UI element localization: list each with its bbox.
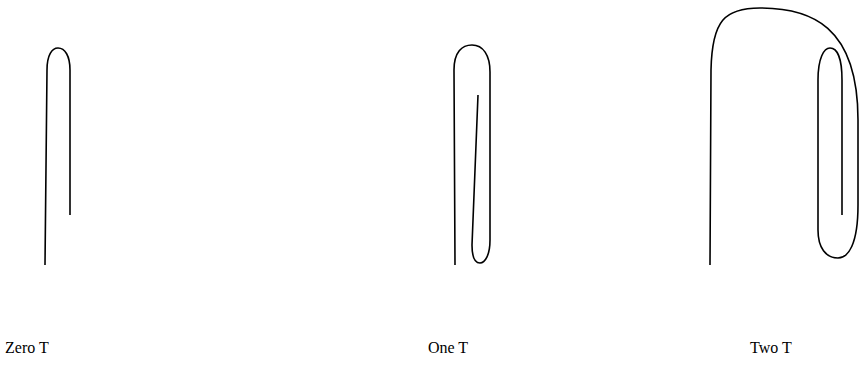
two-turn-curve [710,8,858,265]
figure-label: Two T [750,338,792,357]
figure-label: One T [428,338,468,357]
figure-label: Zero T [5,338,49,357]
zero-turn-curve [45,48,70,265]
one-turn-curve [454,45,490,265]
